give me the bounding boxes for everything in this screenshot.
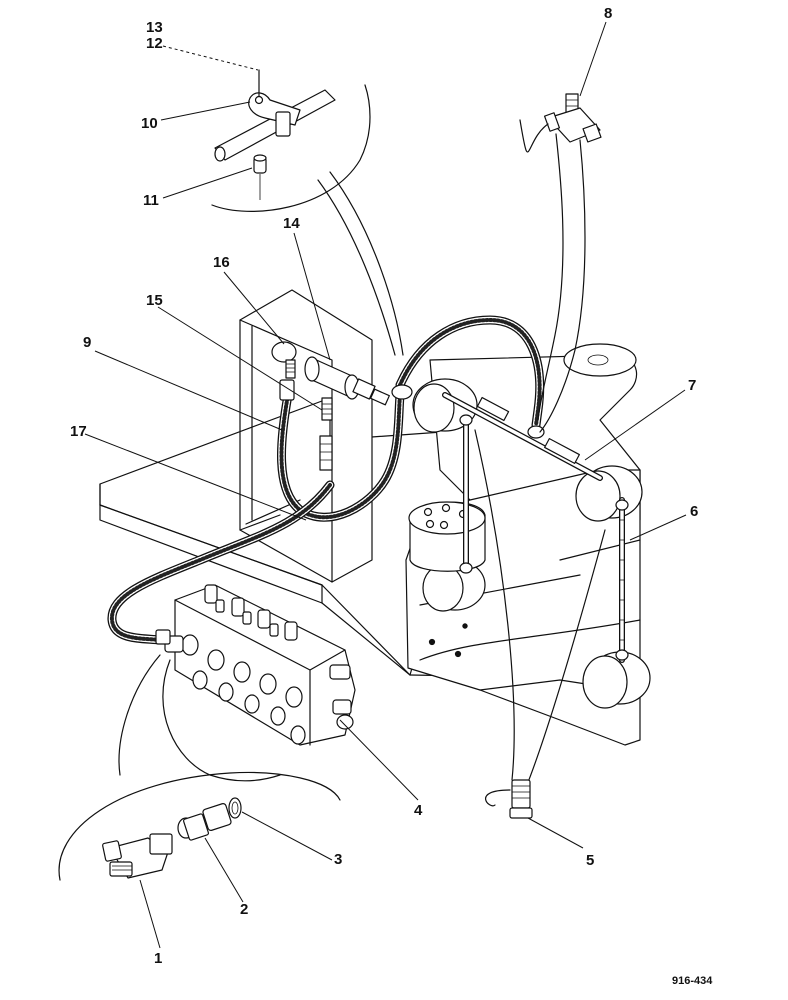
callout-7: 7 [688,377,696,394]
adaptor-5 [474,429,606,819]
accumulator-bracket [239,289,373,583]
leader-lines [84,21,687,949]
inset-detail-top [211,69,371,212]
swing-ram-lower-left [422,559,486,612]
callout-12: 12 [146,35,163,52]
drawing-reference: 916-434 [672,975,713,987]
callout-8: 8 [604,5,612,22]
hose-17 [107,480,335,645]
callout-labels: 13 12 10 11 8 14 16 15 9 17 7 6 4 5 3 2 … [70,5,698,967]
callout-1: 1 [154,950,162,967]
callout-15: 15 [146,292,163,309]
hose-upper [391,315,545,430]
pipe-7 [442,392,603,481]
tee-fitting-8 [543,93,602,143]
inset-detail-bottom [58,654,341,881]
callout-10: 10 [141,115,158,132]
swing-ram-lower-right [582,651,651,709]
callout-13: 13 [146,19,163,36]
pipe-6 [615,497,629,663]
callout-3: 3 [334,851,342,868]
tee-feed-lines [519,119,586,433]
pipe-left-vertical [459,414,473,574]
hose-9 [277,379,405,522]
callout-14: 14 [283,215,300,232]
inset-connector-lines [317,171,404,356]
callout-5: 5 [586,852,594,869]
callout-16: 16 [213,254,230,271]
callout-17: 17 [70,423,87,440]
adaptor-15 [319,397,333,471]
control-valve [155,584,356,746]
accumulator [304,356,390,406]
callout-9: 9 [83,334,91,351]
callout-6: 6 [690,503,698,520]
callout-2: 2 [240,901,248,918]
callout-4: 4 [414,802,423,819]
callout-11: 11 [143,192,159,209]
elbow-fitting-16 [271,341,297,379]
centre-pivot [408,501,486,572]
